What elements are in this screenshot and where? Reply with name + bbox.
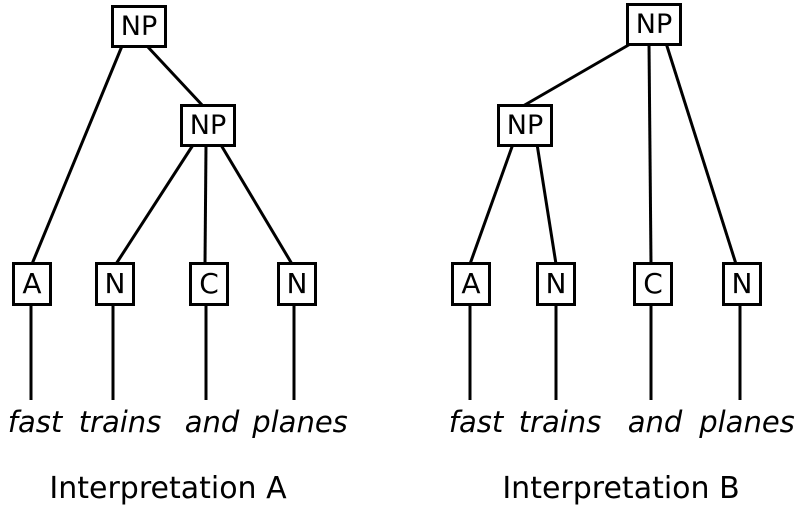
- tree-b-word-and: and: [627, 405, 683, 439]
- tree-a-root-np-node: NP: [111, 5, 167, 48]
- tree-a-word-planes: planes: [252, 405, 348, 439]
- edge: [114, 144, 195, 265]
- tree-b-leaf-n1-node: N: [536, 262, 576, 306]
- tree-a-leaf-a-node: A: [12, 262, 52, 306]
- edge: [535, 143, 558, 265]
- tree-a-word-trains: trains: [78, 405, 162, 439]
- edge: [30, 45, 124, 265]
- tree-b-leaf-a-node: A: [451, 262, 491, 306]
- tree-a-leaf-n2-node: N: [277, 262, 317, 306]
- edge: [219, 144, 294, 265]
- tree-b-root-np-node: NP: [626, 3, 682, 46]
- tree-a-word-fast: fast: [7, 405, 63, 439]
- edge: [468, 143, 515, 265]
- tree-b-caption: Interpretation B: [502, 471, 740, 506]
- tree-b-leaf-c-node: C: [633, 262, 673, 306]
- tree-a-caption: Interpretation A: [49, 471, 287, 506]
- tree-b-leaf-n2-node: N: [722, 262, 762, 306]
- tree-a-leaf-n1-node: N: [95, 262, 135, 306]
- edge: [522, 41, 633, 108]
- edge: [647, 42, 653, 265]
- edge: [664, 42, 738, 265]
- tree-a-word-and: and: [184, 405, 240, 439]
- tree-b-word-trains: trains: [518, 405, 602, 439]
- tree-b-word-fast: fast: [448, 405, 504, 439]
- tree-b-inner-np-node: NP: [497, 104, 553, 147]
- tree-b-word-planes: planes: [699, 405, 795, 439]
- tree-a-inner-np-node: NP: [180, 104, 236, 147]
- edge: [145, 44, 205, 108]
- edge: [203, 144, 208, 265]
- tree-a-leaf-c-node: C: [189, 262, 229, 306]
